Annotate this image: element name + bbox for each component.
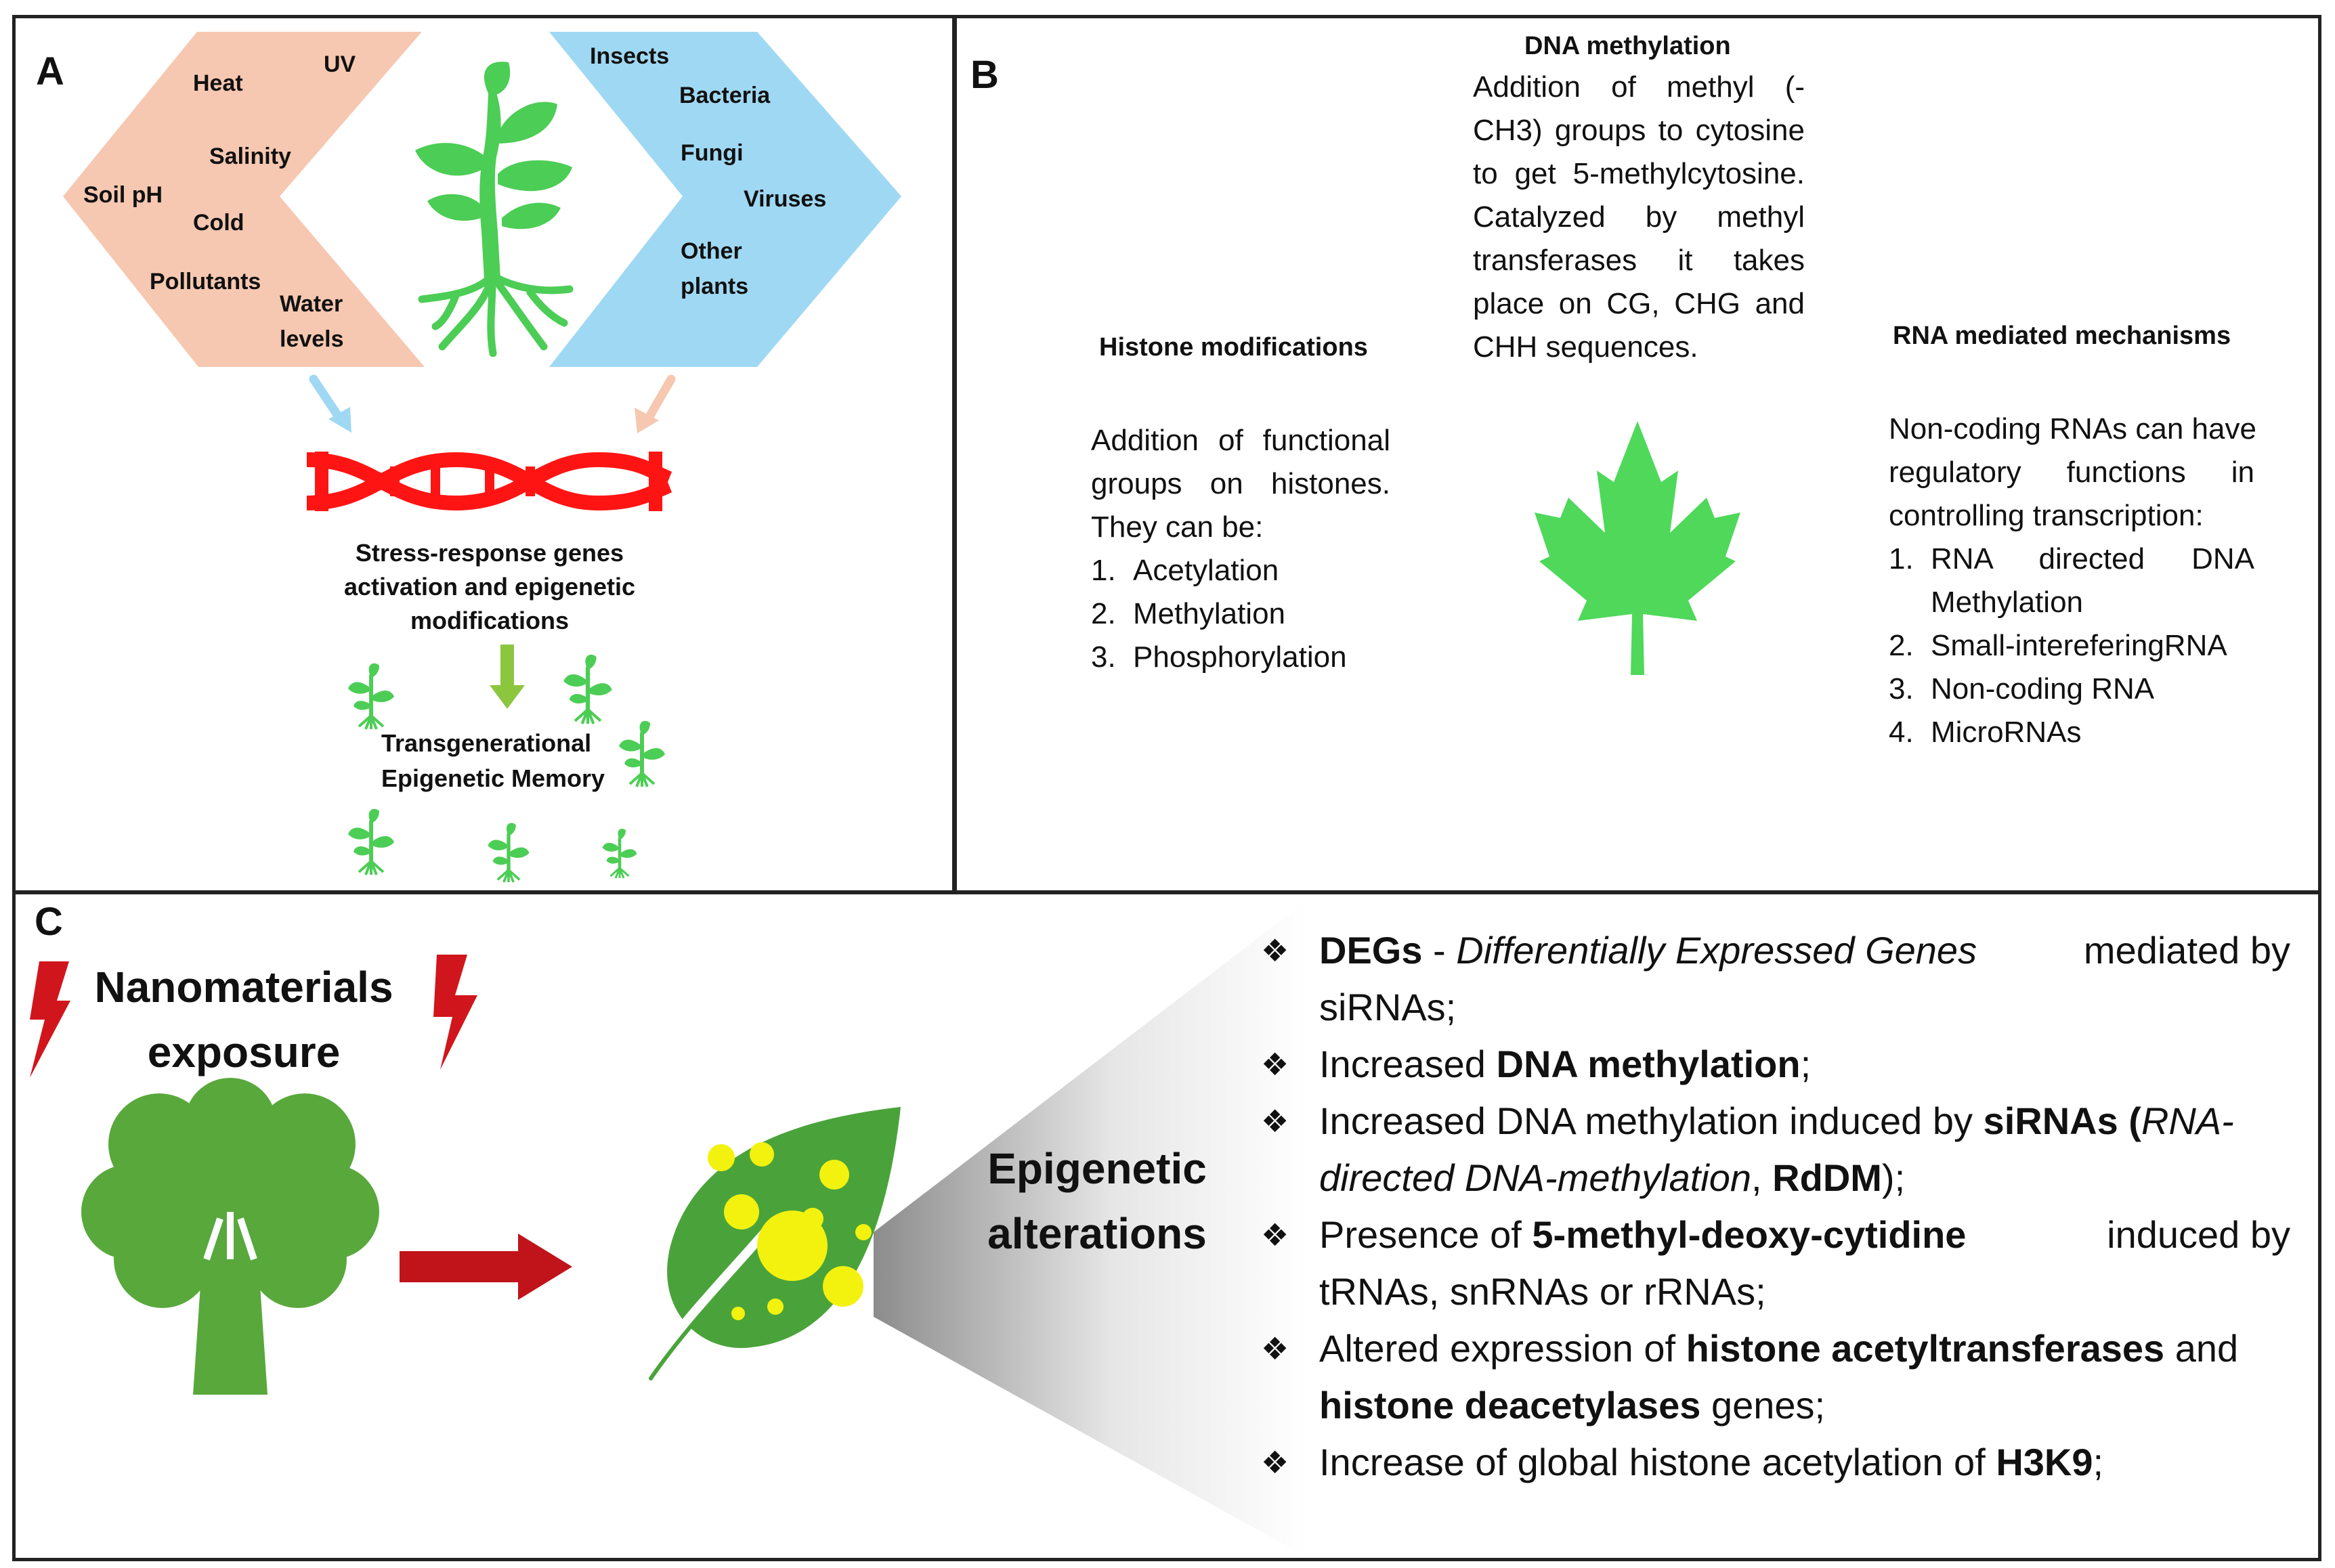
dna-methylation-title: DNA methylation: [1524, 32, 1731, 60]
diamond-bullet-icon: ❖: [1261, 1217, 1289, 1253]
histone-modifications-text: Addition of functional groups on histone…: [1091, 424, 1390, 544]
abiotic-stress-chevron: [63, 32, 425, 367]
list-item: ❖ Presence of 5-methyl-deoxy-cytidine in…: [1261, 1206, 2290, 1320]
list-item: 2.Small-intereferingRNA: [1889, 629, 2227, 662]
stressor-uv: UV: [324, 51, 356, 77]
stressor-heat: Heat: [193, 70, 243, 96]
stressor-viruses: Viruses: [744, 186, 827, 212]
list-item: 3.Non-coding RNA: [1889, 672, 2155, 705]
diamond-bullet-icon: ❖: [1261, 1047, 1289, 1082]
tree-icon: [81, 1078, 379, 1395]
leaf-icon: [641, 1107, 901, 1380]
maple-leaf-icon: [1535, 421, 1740, 675]
stressor-fungi: Fungi: [681, 140, 744, 166]
stressor-water: Water: [280, 291, 343, 317]
peach-arrow-icon: [644, 374, 676, 422]
panel-b-label: B: [970, 53, 999, 97]
list-item: ❖ Increase of global histone acetylation…: [1261, 1434, 2290, 1491]
epigenetic-alterations-list: ❖ DEGs - Differentially Expressed Genes …: [1261, 922, 2290, 1491]
stress-response-text: Stress-response genes activation and epi…: [343, 539, 636, 634]
list-item: 3.Phosphorylation: [1091, 640, 1347, 674]
zoom-funnel: [874, 900, 1307, 1557]
plant-icon: [415, 62, 574, 357]
diamond-bullet-icon: ❖: [1261, 933, 1289, 968]
list-item: 4.MicroRNAs: [1889, 716, 2082, 749]
rna-mechanisms-text: Non-coding RNAs can have regulatory func…: [1889, 412, 2256, 532]
list-item: ❖ Increased DNA methylation;: [1261, 1036, 2290, 1093]
list-item: 1.Acetylation: [1091, 554, 1279, 587]
stressor-other: Other: [681, 238, 742, 264]
stressor-salinity: Salinity: [209, 144, 291, 169]
panel-c-label: C: [35, 900, 63, 944]
stressor-soil-ph: Soil pH: [83, 182, 163, 208]
green-down-arrow-head: [490, 685, 525, 709]
stressor-bacteria: Bacteria: [679, 83, 771, 108]
stressor-insects: Insects: [590, 43, 670, 69]
diamond-bullet-icon: ❖: [1261, 1331, 1289, 1366]
diamond-bullet-icon: ❖: [1261, 1104, 1289, 1139]
green-down-arrow-shaft: [500, 645, 514, 687]
blue-arrow-icon: [309, 374, 344, 422]
lightning-bolt-icon: [433, 955, 477, 1070]
dna-icon: [306, 452, 672, 511]
panel-a-label: A: [36, 49, 64, 93]
stressor-levels: levels: [280, 326, 344, 352]
stressor-plants: plants: [681, 274, 749, 299]
list-item: ❖ Altered expression of histone acetyltr…: [1261, 1320, 2290, 1434]
stressor-chevrons: [63, 32, 901, 709]
list-item: ❖ DEGs - Differentially Expressed Genes …: [1261, 922, 2290, 1036]
transgenerational-memory-text: Transgenerational Epigenetic Memory: [381, 729, 605, 792]
histone-modifications-title: Histone modifications: [1099, 333, 1368, 362]
panel-b: B DNA methylation Addition of methyl (- …: [954, 15, 2321, 894]
peach-arrow-head: [635, 408, 659, 433]
stressor-pollutants: Pollutants: [150, 269, 261, 295]
rna-mechanisms-title: RNA mediated mechanisms: [1893, 322, 2231, 350]
panel-c: C: [12, 891, 2321, 1561]
panel-a: A: [12, 15, 956, 894]
diamond-bullet-icon: ❖: [1261, 1445, 1289, 1480]
histone-modifications-list: 1.Acetylation 2.Methylation 3.Phosphoryl…: [1091, 549, 1402, 679]
biotic-stress-chevron: [549, 32, 901, 367]
lightning-bolt-icon: [30, 961, 70, 1078]
blue-arrow-head: [328, 407, 351, 433]
dna-methylation-text: Addition of methyl (- CH3) groups to cyt…: [1473, 70, 1805, 364]
nanomaterials-exposure-title: Nanomaterials exposure: [94, 963, 393, 1076]
red-arrow-icon: [400, 1234, 572, 1300]
list-item: 2.Methylation: [1091, 597, 1286, 630]
epigenetic-alterations-label: Epigenetic alterations: [987, 1144, 1207, 1258]
list-item: ❖ Increased DNA methylation induced by s…: [1261, 1093, 2290, 1206]
stressor-cold: Cold: [193, 210, 244, 236]
